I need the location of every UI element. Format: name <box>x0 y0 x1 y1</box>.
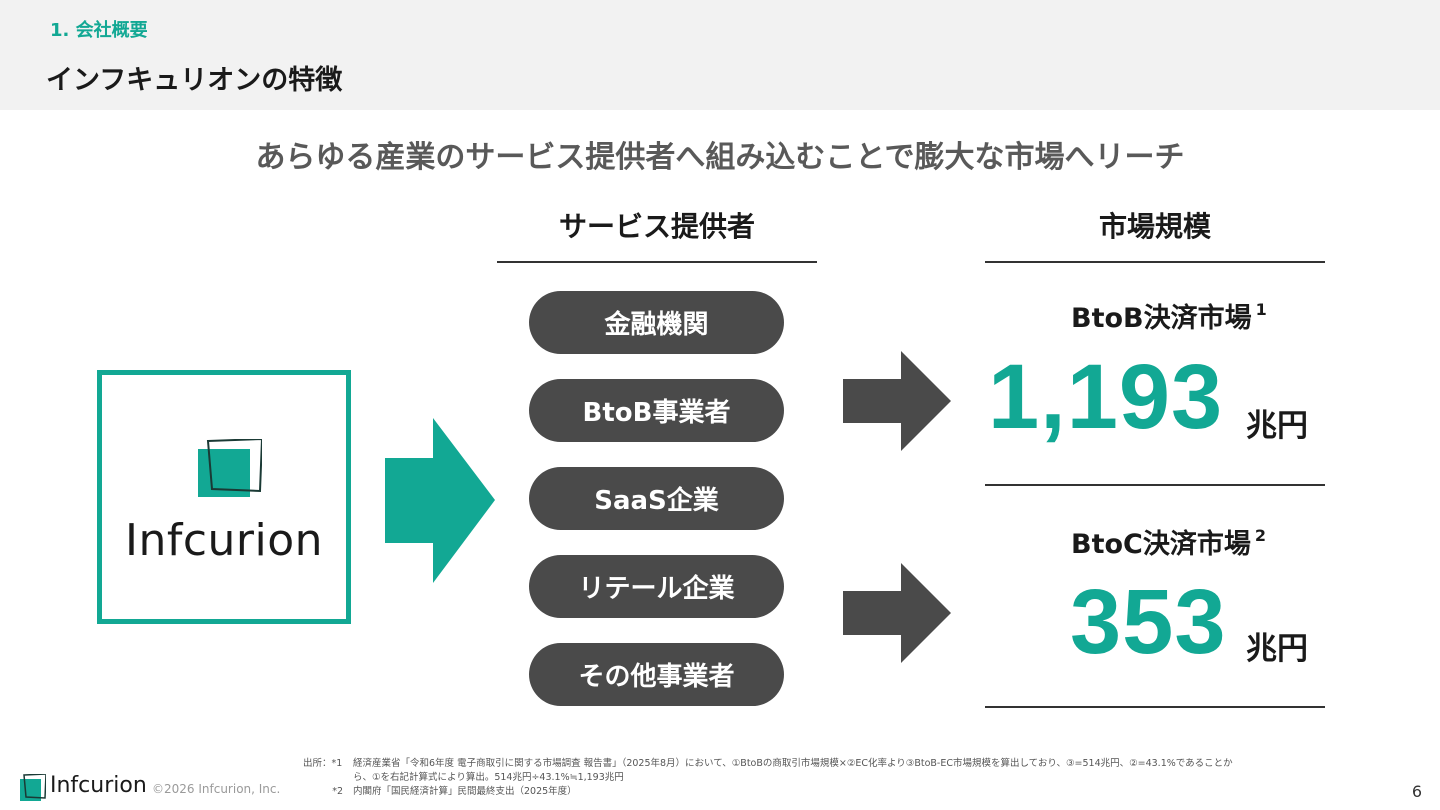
logo-wordmark: Infcurion <box>124 515 324 566</box>
infcurion-mark-icon <box>198 439 262 497</box>
footer-logo-icon <box>20 774 46 801</box>
note1-line2: ら、①を右記計算式により算出。514兆円÷43.1%≒1,193兆円 <box>353 772 624 783</box>
market-divider-middle <box>985 484 1325 486</box>
page-title: インフキュリオンの特徴 <box>46 65 343 96</box>
market-divider-top <box>985 261 1325 263</box>
note2-text: 内閣府「国民経済計算」民間最終支出（2025年度） <box>353 786 577 797</box>
note1-line1: 経済産業省「令和6年度 電子商取引に関する市場調査 報告書」（2025年8月）に… <box>353 758 1233 769</box>
provider-pill-saas: SaaS企業 <box>529 467 784 530</box>
source-notes: 出所：*1 経済産業省「令和6年度 電子商取引に関する市場調査 報告書」（202… <box>303 757 1353 799</box>
btob-market-value: 1,193 <box>988 346 1224 448</box>
market-divider-bottom <box>985 706 1325 708</box>
footnote-marker: 1 <box>1255 300 1267 319</box>
source-label: 出所：*1 <box>303 758 343 769</box>
btoc-market-unit: 兆円 <box>1246 631 1308 667</box>
provider-pill-other: その他事業者 <box>529 643 784 706</box>
note2-label: *2 <box>332 786 343 797</box>
market-heading: 市場規模 <box>1098 210 1211 243</box>
btob-market-unit: 兆円 <box>1246 408 1308 444</box>
infcurion-logo-box: Infcurion <box>97 370 351 624</box>
providers-heading: サービス提供者 <box>558 210 755 243</box>
arrow-right-icon <box>843 351 951 451</box>
section-label: 1. 会社概要 <box>50 20 148 41</box>
header-bar: 1. 会社概要 インフキュリオンの特徴 <box>0 0 1440 110</box>
arrow-right-icon <box>843 563 951 663</box>
providers-divider <box>497 261 817 263</box>
page-number: 6 <box>1411 782 1422 801</box>
footnote-marker: 2 <box>1254 526 1266 545</box>
btoc-market-name: BtoC決済市場 <box>1071 529 1251 560</box>
provider-pill-financial: 金融機関 <box>529 291 784 354</box>
slide-subtitle: あらゆる産業のサービス提供者へ組み込むことで膨大な市場へリーチ <box>255 140 1185 175</box>
copyright: ©2026 Infcurion, Inc. <box>152 782 281 796</box>
btob-market-name: BtoB決済市場 <box>1071 303 1252 334</box>
provider-pill-retail: リテール企業 <box>529 555 784 618</box>
footer-brand: Infcurion <box>50 773 147 798</box>
provider-pill-btob: BtoB事業者 <box>529 379 784 442</box>
teal-arrow-icon <box>385 418 495 583</box>
btoc-market-value: 353 <box>1070 571 1227 673</box>
